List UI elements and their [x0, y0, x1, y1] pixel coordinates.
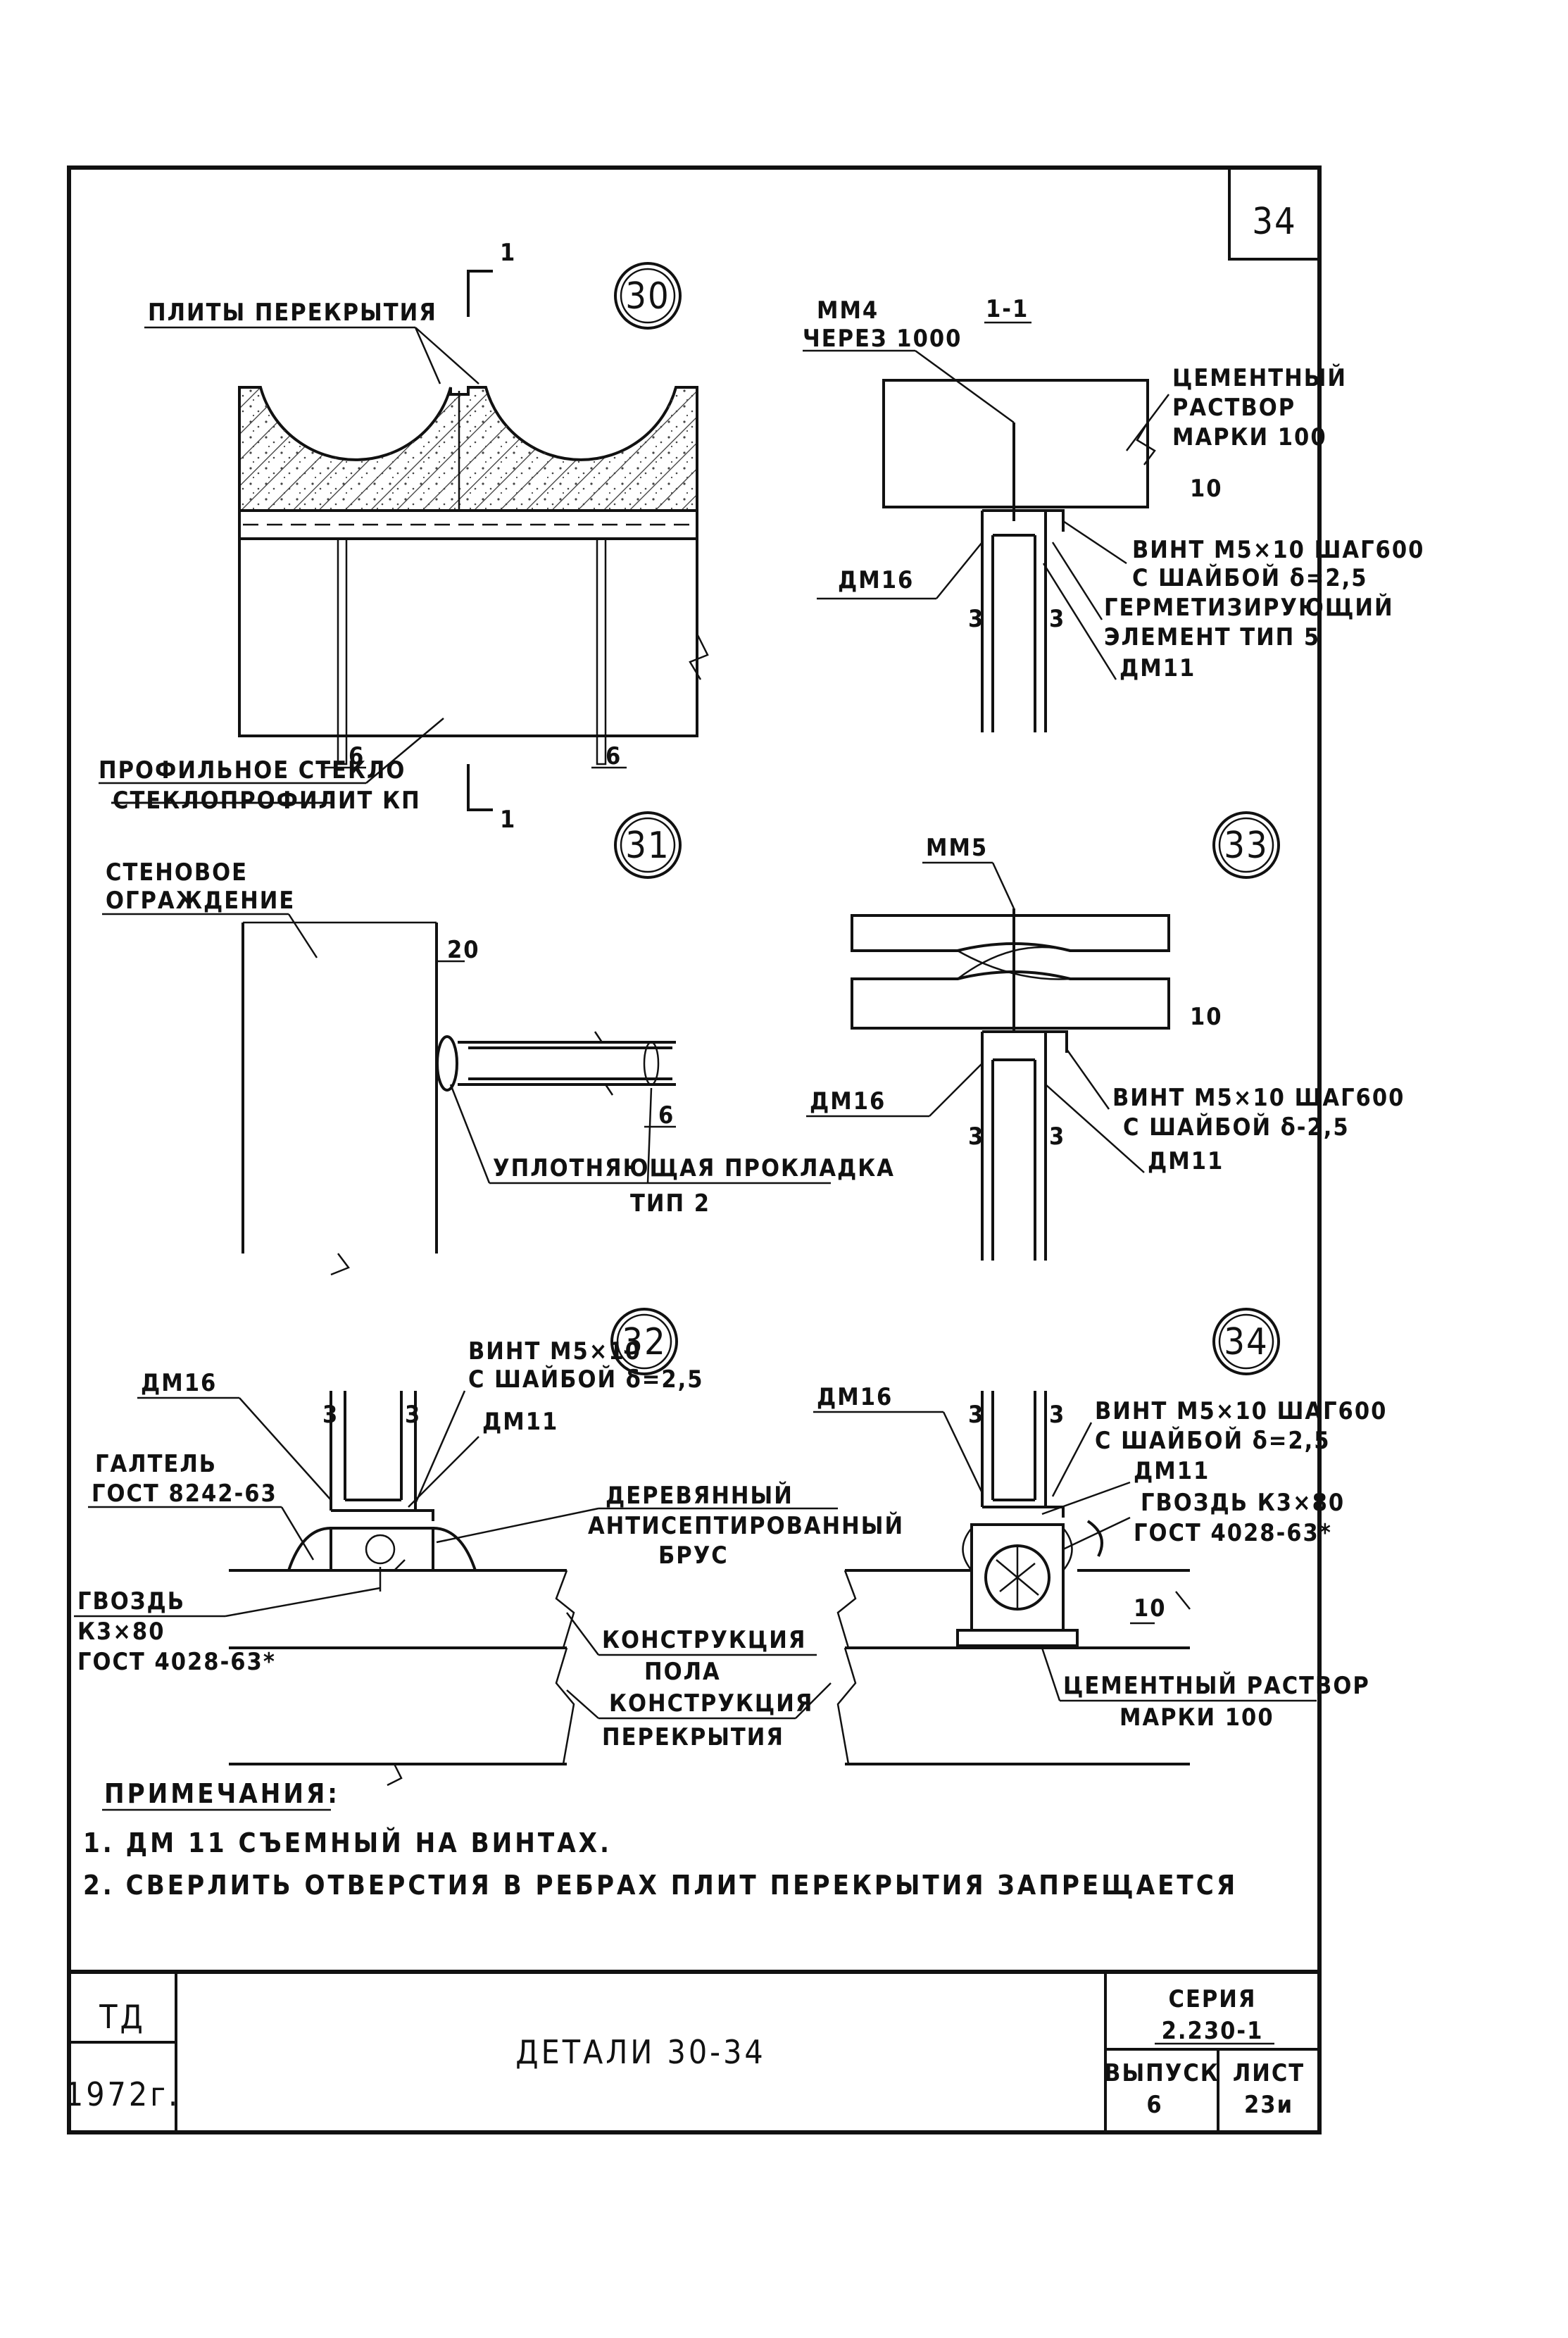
dim-3-left: 3 [322, 1401, 339, 1429]
slab-label: ПЛИТЫ ПЕРЕКРЫТИЯ [148, 299, 437, 327]
dim-10: 10 [1190, 475, 1223, 503]
notes-heading: ПРИМЕЧАНИЯ: [104, 1778, 340, 1809]
mm4-step: ЧЕРЕЗ 1000 [803, 325, 962, 353]
floor-label-3: КОНСТРУКЦИЯ [609, 1689, 813, 1718]
dim-6-right: 6 [606, 742, 622, 770]
dim-3-right: 3 [1049, 1401, 1065, 1429]
seal-label-2: ЭЛЕМЕНТ ТИП 5 [1104, 623, 1320, 651]
detail-marker-33 [1212, 811, 1280, 879]
note-item-2: 2. СВЕРЛИТЬ ОТВЕРСТИЯ В РЕБРАХ ПЛИТ ПЕРЕ… [83, 1870, 1238, 1901]
screw-label-1: ВИНТ М5×10 ШАГ600 [1095, 1397, 1387, 1425]
gasket-label-1: УПЛОТНЯЮЩАЯ ПРОКЛАДКА [493, 1154, 895, 1182]
gasket-label-2: ТИП 2 [630, 1189, 710, 1218]
detail-32: 32 ВИНТ М5×10 С ШАЙБОЙ δ=2,5 ДМ16 ДМ11 Г… [74, 1308, 904, 1787]
dim-3-left: 3 [968, 1123, 984, 1151]
nail-label-1: ГВОЗДЬ К3×80 [1141, 1489, 1345, 1517]
notes: ПРИМЕЧАНИЯ: 1. ДМ 11 СЪЕМНЫЙ НА ВИНТАХ. … [83, 1778, 1238, 1901]
detail-32-number: 32 [622, 1321, 667, 1363]
detail-marker-31 [614, 811, 682, 879]
detail-31: 31 СТЕНОВОЕ ОГРАЖДЕНИЕ 20 6 УПЛОТНЯЮЩАЯ … [102, 811, 895, 1276]
issue-label: ВЫПУСК [1104, 2059, 1219, 2087]
sheet-title: ДЕТАЛИ 30-34 [515, 2033, 766, 2071]
screw-label-1: ВИНТ М5×10 ШАГ600 [1132, 536, 1424, 564]
section-title: 1-1 [986, 295, 1029, 323]
beam-label-1: ДЕРЕВЯННЫЙ [606, 1481, 794, 1510]
detail-34-number: 34 [1224, 1321, 1269, 1363]
dim-3-right: 3 [1049, 605, 1065, 633]
dm11-label: ДМ11 [1134, 1457, 1210, 1485]
dim-3-left: 3 [968, 1401, 984, 1429]
title-block: ТД 1972г. ДЕТАЛИ 30-34 СЕРИЯ 2.230-1 ВЫП… [65, 1970, 1319, 2132]
series-value: 2.230-1 [1162, 2017, 1264, 2045]
detail-30-number: 30 [625, 275, 670, 318]
sheet-label: ЛИСТ [1233, 2059, 1305, 2087]
screw-label-2: С ШАЙБОЙ δ=2,5 [1132, 563, 1368, 592]
nail-label-3: ГОСТ 4028-63* [77, 1648, 276, 1676]
mortar-label-2: РАСТВОР [1172, 394, 1296, 422]
dm11-label: ДМ11 [1119, 654, 1196, 682]
beam-label-3: БРУС [658, 1542, 729, 1570]
screw-label-2: С ШАЙБОЙ δ-2,5 [1123, 1113, 1350, 1142]
dim-3-left: 3 [968, 605, 984, 633]
screw-label-2: С ШАЙБОЙ δ=2,5 [1095, 1426, 1331, 1455]
dm11-label: ДМ11 [482, 1408, 558, 1436]
note-item-1: 1. ДМ 11 СЪЕМНЫЙ НА ВИНТАХ. [83, 1827, 612, 1858]
glass-label-2: СТЕКЛОПРОФИЛИТ КП [113, 787, 421, 815]
detail-30: 30 1 ПЛИТЫ ПЕРЕКРЫТИЯ ПРОФИЛЬНОЕ СТЕКЛО … [99, 239, 709, 834]
detail-marker-30 [614, 262, 682, 330]
dim-3-right: 3 [405, 1401, 421, 1429]
section-mark-top: 1 [500, 239, 516, 267]
dm16-label: ДМ16 [817, 1383, 893, 1411]
year-label: 1972г. [65, 2075, 180, 2113]
page-number-box [1228, 166, 1321, 261]
dim-6: 6 [658, 1101, 675, 1130]
section-1-1: 1-1 ММ4 ЧЕРЕЗ 1000 ЦЕМЕНТНЫЙ РАСТВОР МАР… [803, 295, 1424, 732]
nail-label-2: ГОСТ 4028-63* [1134, 1519, 1332, 1547]
mortar-label-2: МАРКИ 100 [1119, 1704, 1274, 1732]
screw-label-1: ВИНТ М5×10 [468, 1337, 641, 1365]
seal-label-1: ГЕРМЕТИЗИРУЮЩИЙ [1104, 593, 1394, 622]
mortar-label-1: ЦЕМЕНТНЫЙ [1172, 363, 1347, 392]
dm16-label: ДМ16 [810, 1087, 886, 1115]
detail-34: 34 ДМ16 ВИНТ М5×10 ШАГ600 С ШАЙБОЙ δ=2,5… [813, 1308, 1387, 1765]
dim-10: 10 [1134, 1594, 1167, 1623]
td-label: ТД [99, 1998, 146, 2036]
dim-10: 10 [1190, 1003, 1223, 1031]
detail-33-number: 33 [1224, 825, 1269, 867]
fillet-label-2: ГОСТ 8242-63 [92, 1480, 277, 1508]
detail-marker-34 [1212, 1308, 1280, 1375]
dim-6-left: 6 [349, 742, 365, 770]
nail-label-2: К3×80 [77, 1618, 165, 1646]
page-number: 34 [1252, 201, 1297, 243]
dm16-label: ДМ16 [141, 1369, 217, 1397]
wall-label-2: ОГРАЖДЕНИЕ [106, 887, 295, 915]
floor-label-1: КОНСТРУКЦИЯ [602, 1626, 806, 1654]
sheet-frame: 34 [67, 165, 1322, 2134]
beam-label-2: АНТИСЕПТИРОВАННЫЙ [588, 1511, 904, 1540]
detail-31-number: 31 [625, 825, 670, 867]
wall-label-1: СТЕНОВОЕ [106, 858, 248, 887]
screw-label-2: С ШАЙБОЙ δ=2,5 [468, 1365, 704, 1394]
screw-label-1: ВИНТ М5×10 ШАГ600 [1112, 1084, 1405, 1112]
floor-label-2: ПОЛА [644, 1658, 721, 1686]
mm4-label: ММ4 [817, 296, 879, 325]
detail-marker-32 [610, 1308, 678, 1375]
floor-label-4: ПЕРЕКРЫТИЯ [602, 1723, 784, 1751]
dim-20: 20 [447, 936, 480, 964]
fillet-label-1: ГАЛТЕЛЬ [95, 1450, 217, 1478]
issue-value: 6 [1146, 2091, 1162, 2119]
nail-label-1: ГВОЗДЬ [77, 1587, 185, 1615]
sheet-value: 23и [1244, 2091, 1293, 2119]
dm11-label: ДМ11 [1148, 1147, 1224, 1175]
mortar-label-1: ЦЕМЕНТНЫЙ РАСТВОР [1063, 1671, 1370, 1700]
mortar-label-3: МАРКИ 100 [1172, 423, 1327, 451]
glass-label-1: ПРОФИЛЬНОЕ СТЕКЛО [99, 756, 406, 784]
series-label: СЕРИЯ [1169, 1985, 1257, 2013]
mm5-label: ММ5 [926, 834, 988, 862]
dim-3-right: 3 [1049, 1123, 1065, 1151]
section-mark-bottom: 1 [500, 806, 516, 834]
dm16-label: ДМ16 [838, 566, 914, 594]
detail-33: 33 ММ5 10 ДМ16 ВИНТ М5×10 ШАГ600 С ШАЙБО… [806, 811, 1405, 1261]
